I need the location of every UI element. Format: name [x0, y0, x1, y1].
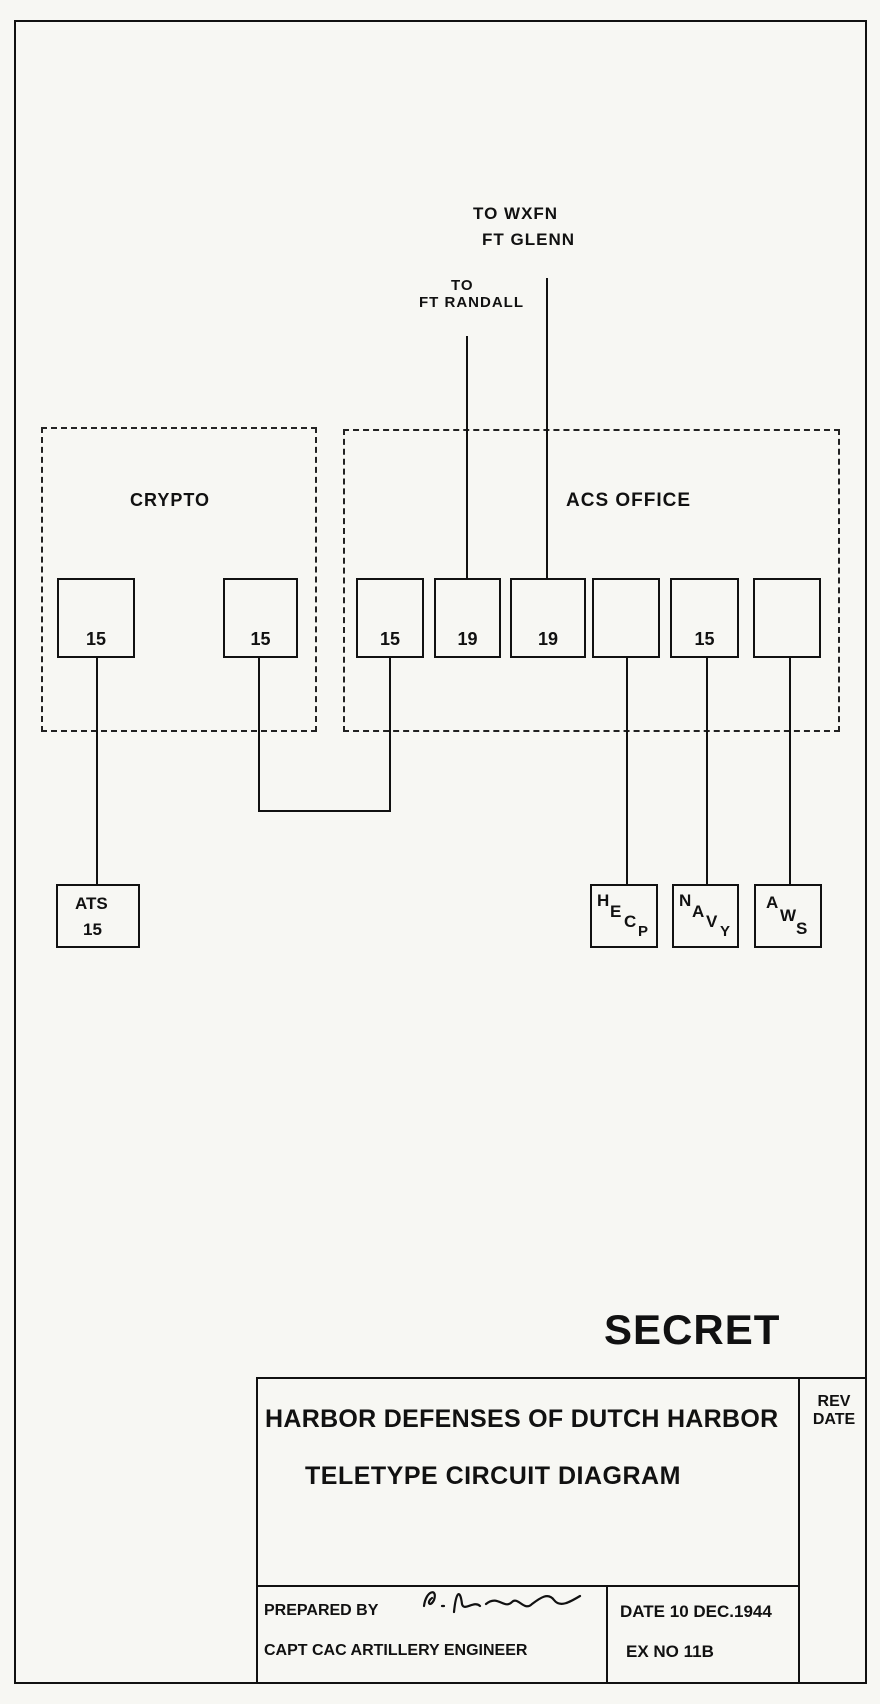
box-number: 15: [85, 629, 107, 649]
device-ats-line2: 15: [83, 920, 102, 939]
device-ats-line1: ATS: [75, 894, 108, 913]
title-block-row-divider: [256, 1585, 800, 1587]
device-hecp: H E C P: [590, 884, 658, 948]
letter: S: [796, 919, 808, 938]
line-navy: [706, 656, 708, 886]
classification-secret: SECRET: [604, 1306, 781, 1353]
label-ft-randall: FT RANDALL: [419, 294, 524, 311]
label-to-wxfn: TO WXFN: [473, 204, 559, 223]
teletype-box-acs-3: 19: [510, 578, 586, 658]
line-ft-randall: [466, 336, 468, 580]
rev-label: REV: [817, 1393, 851, 1410]
title-block-rev-divider: [798, 1377, 800, 1684]
letter: P: [638, 923, 649, 940]
letter: H: [597, 891, 610, 910]
teletype-box-acs-1: 15: [356, 578, 424, 658]
drawing-sheet: [14, 20, 867, 1684]
acs-office-zone: [343, 429, 840, 732]
drawing-title-line1: HARBOR DEFENSES OF DUTCH HARBOR: [265, 1405, 779, 1433]
letter: A: [692, 902, 705, 921]
title-block: [256, 1377, 867, 1684]
exhibit-number: EX NO 11B: [626, 1642, 714, 1661]
rank-line: CAPT CAC ARTILLERY ENGINEER: [264, 1642, 528, 1659]
line-hecp: [626, 656, 628, 886]
box-number: 15: [250, 629, 271, 649]
teletype-box-acs-5: 15: [670, 578, 739, 658]
line-acs-1-down: [389, 656, 391, 812]
prepared-by-label: PREPARED BY: [264, 1602, 379, 1619]
letter: V: [706, 912, 718, 931]
date-column-label: DATE: [812, 1411, 856, 1428]
device-navy: N A V Y: [672, 884, 739, 948]
line-loop-bottom: [258, 810, 391, 812]
box-number: 19: [537, 629, 559, 649]
teletype-box-crypto-2: 15: [223, 578, 298, 658]
line-crypto-2-down: [258, 656, 260, 812]
device-aws: A W S: [754, 884, 822, 948]
teletype-box-acs-6: [753, 578, 821, 658]
letter: Y: [720, 923, 731, 940]
drawing-title-line2: TELETYPE CIRCUIT DIAGRAM: [305, 1462, 681, 1490]
line-ft-glenn: [546, 278, 548, 580]
line-aws: [789, 656, 791, 886]
acs-office-label: ACS OFFICE: [566, 490, 692, 511]
drawing-date: DATE 10 DEC.1944: [620, 1602, 772, 1621]
device-ats: ATS 15: [56, 884, 140, 948]
crypto-zone: [41, 427, 317, 732]
line-ats: [96, 656, 98, 886]
teletype-box-acs-4: [592, 578, 660, 658]
rev-date-column: REV DATE: [804, 1393, 864, 1429]
box-number: 15: [379, 629, 401, 649]
title-block-date-divider: [606, 1585, 608, 1684]
label-ft-glenn: FT GLENN: [482, 230, 575, 249]
crypto-label: CRYPTO: [130, 490, 211, 510]
letter: A: [766, 893, 779, 912]
signature: [422, 1591, 582, 1614]
teletype-box-crypto-1: 15: [57, 578, 135, 658]
letter: C: [624, 912, 637, 931]
letter: N: [679, 891, 692, 910]
box-number: 15: [694, 629, 715, 649]
letter: W: [780, 906, 797, 925]
letter: E: [610, 902, 622, 921]
label-to: TO: [451, 277, 474, 294]
teletype-box-acs-2: 19: [434, 578, 501, 658]
box-number: 19: [457, 629, 478, 649]
